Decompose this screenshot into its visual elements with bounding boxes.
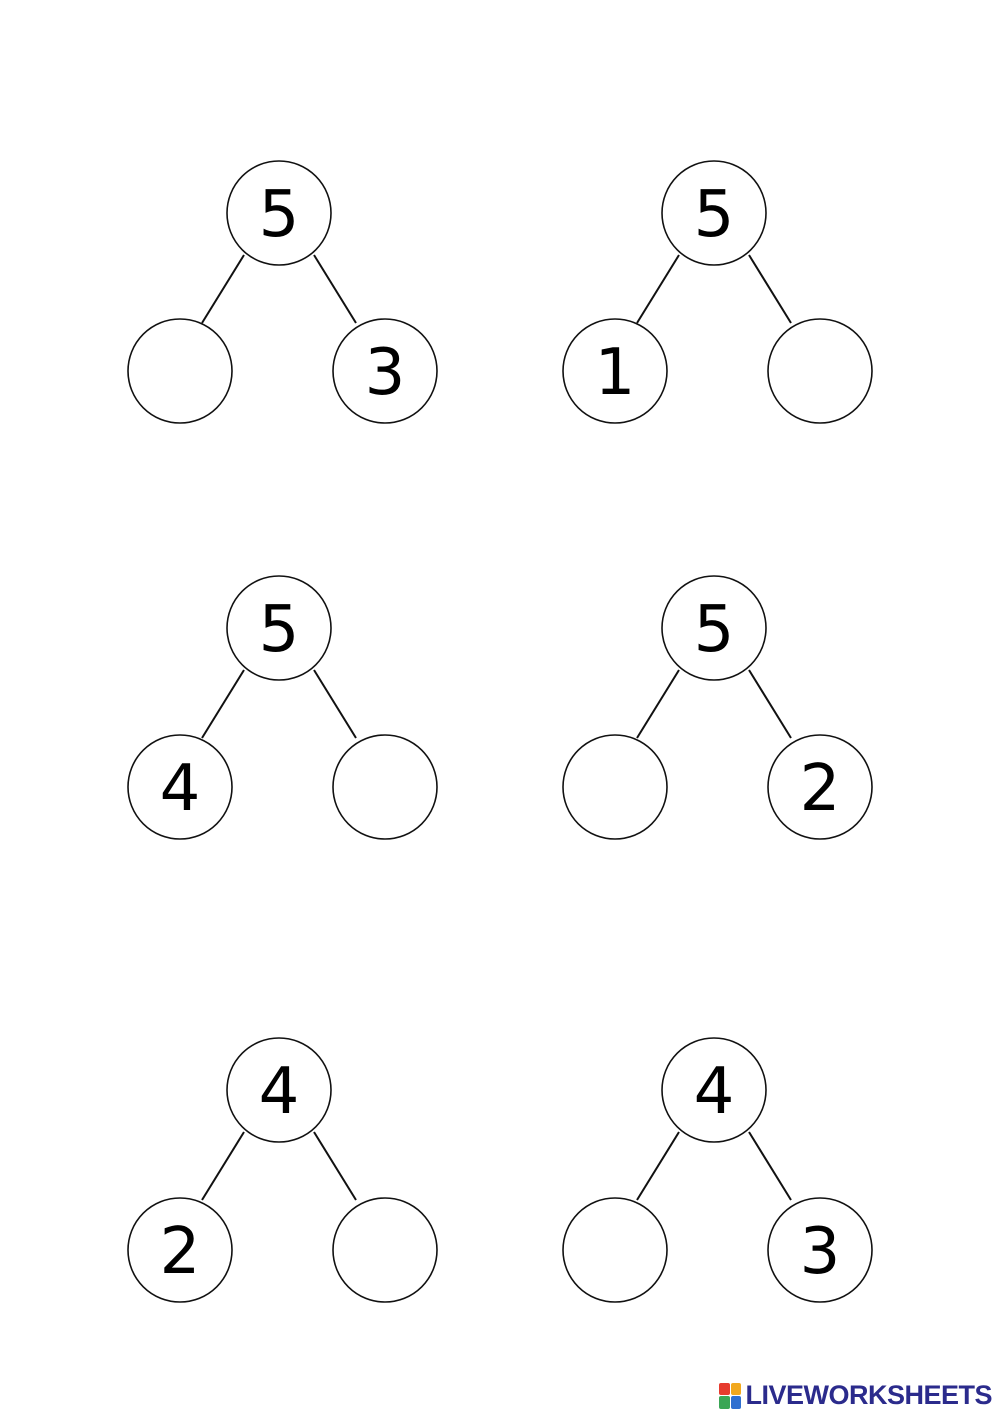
whole-number: 5	[694, 593, 735, 667]
whole-number: 4	[694, 1055, 735, 1129]
whole-number: 5	[694, 178, 735, 252]
part-number-left: 1	[595, 336, 636, 410]
number-bond-6: 4 3	[562, 1037, 873, 1303]
part-circle-left[interactable]	[562, 734, 668, 840]
number-bond-5: 4 2	[127, 1037, 438, 1303]
part-circle-left[interactable]	[127, 1197, 233, 1303]
number-bond-4: 5 2	[562, 575, 873, 840]
part-circle-left[interactable]	[562, 318, 668, 424]
whole-circle	[226, 575, 332, 681]
liveworksheets-wordmark: LIVEWORKSHEETS	[745, 1380, 992, 1410]
part-circle-right[interactable]	[332, 318, 438, 424]
part-circle-right[interactable]	[767, 318, 873, 424]
whole-circle	[226, 1037, 332, 1143]
liveworksheets-watermark: LIVEWORKSHEETS	[719, 1380, 992, 1411]
part-circle-right[interactable]	[332, 1197, 438, 1303]
part-number-right: 3	[365, 336, 406, 410]
part-circle-left[interactable]	[562, 1197, 668, 1303]
whole-circle	[661, 160, 767, 266]
part-circle-left[interactable]	[127, 734, 233, 840]
liveworksheets-logo-icon	[719, 1382, 742, 1409]
part-number-right: 2	[800, 752, 841, 826]
whole-number: 4	[259, 1055, 300, 1129]
whole-number: 5	[259, 593, 300, 667]
part-number-left: 2	[160, 1215, 201, 1289]
number-bond-3: 5 4	[127, 575, 438, 840]
part-circle-left[interactable]	[127, 318, 233, 424]
number-bond-1: 5 3	[127, 160, 438, 424]
whole-circle	[661, 1037, 767, 1143]
number-bond-2: 5 1	[562, 160, 873, 424]
part-circle-right[interactable]	[767, 1197, 873, 1303]
part-circle-right[interactable]	[767, 734, 873, 840]
whole-number: 5	[259, 178, 300, 252]
part-number-left: 4	[160, 752, 201, 826]
part-number-right: 3	[800, 1215, 841, 1289]
part-circle-right[interactable]	[332, 734, 438, 840]
whole-circle	[226, 160, 332, 266]
whole-circle	[661, 575, 767, 681]
